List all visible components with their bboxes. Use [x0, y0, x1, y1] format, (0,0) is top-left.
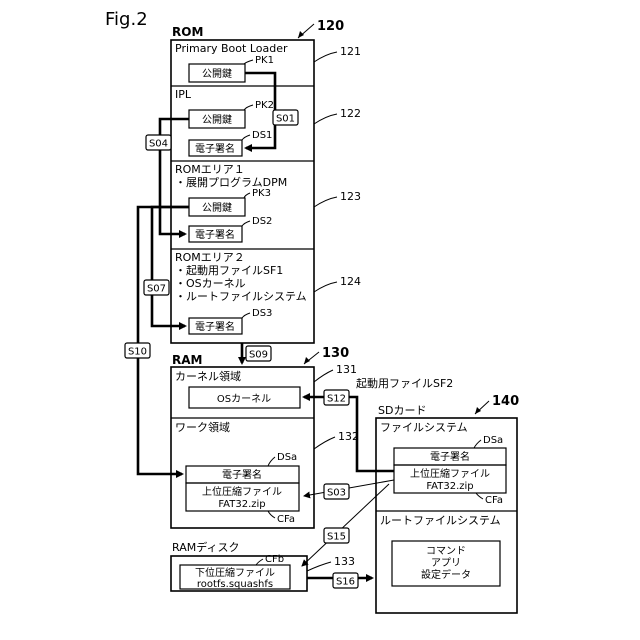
area2-line1: ・起動用ファイルSF1 [175, 263, 283, 277]
ds3-label: DS3 [252, 308, 272, 319]
step-s04: S04 [149, 139, 168, 150]
pk1-text: 公開鍵 [202, 67, 232, 80]
area2-line3: ・ルートファイルシステム [175, 290, 307, 303]
step-s12: S12 [327, 394, 346, 405]
ram-ref-arrowhead [304, 357, 310, 364]
ram-cfa-label: CFa [277, 514, 295, 525]
pk1-label: PK1 [255, 55, 274, 66]
ram-dsa-leader [268, 457, 275, 466]
step-s10: S10 [128, 347, 147, 358]
ref-123-leader [314, 197, 337, 207]
ds1-leader [242, 135, 250, 140]
rootfs-line1: コマンド [426, 546, 466, 557]
ramdisk-file-line1: 下位圧縮ファイル [195, 566, 275, 579]
rootfs-line3: 設定データ [421, 568, 471, 581]
cfb-leader [256, 559, 263, 565]
cfb-label: CFb [265, 554, 284, 565]
area1-line1: ・展開プログラムDPM [175, 175, 287, 189]
sdcard-title: SDカード [378, 404, 426, 417]
ds3-leader [242, 313, 250, 318]
ds3-text: 電子署名 [195, 320, 235, 333]
kernel-area-title: カーネル領域 [175, 369, 241, 383]
step-s16: S16 [336, 577, 355, 588]
sdcard-ref: 140 [492, 394, 519, 409]
ram-title: RAM [172, 353, 202, 367]
ref-123: 123 [340, 190, 361, 203]
ref-133: 133 [334, 555, 355, 568]
step-s07: S07 [147, 284, 166, 295]
sd-dsa-leader [474, 440, 481, 448]
pk2-text: 公開鍵 [202, 113, 232, 126]
ref-121-leader [314, 52, 337, 62]
ram-dsa-label: DSa [277, 452, 297, 463]
fs-title: ファイルシステム [380, 421, 468, 434]
step-s01: S01 [276, 114, 295, 125]
sd-file-line1: 上位圧縮ファイル [410, 467, 490, 480]
ram-ref: 130 [322, 346, 349, 361]
pk2-label: PK2 [255, 100, 274, 111]
ref-131-leader [314, 370, 333, 382]
rootfs-title: ルートファイルシステム [380, 514, 501, 527]
sd-dsa-label: DSa [483, 435, 503, 446]
ramdisk-title: RAMディスク [172, 540, 239, 554]
ref-131: 131 [336, 363, 357, 376]
rom-ref-arrowhead [298, 31, 304, 38]
ram-cfa-leader [268, 511, 275, 518]
sd-cfa-label: CFa [485, 495, 503, 506]
ipl-title: IPL [175, 88, 192, 101]
sf2-label: 起動用ファイルSF2 [356, 376, 453, 390]
figure-label: Fig.2 [105, 9, 148, 30]
pk2-leader [244, 105, 253, 110]
area2-line2: ・OSカーネル [175, 277, 246, 290]
step-s09: S09 [249, 350, 268, 361]
ref-132-leader [314, 437, 335, 449]
ds2-label: DS2 [252, 216, 272, 227]
work-area-title: ワーク領域 [175, 420, 230, 434]
sd-file-line2: FAT32.zip [426, 481, 473, 492]
sd-cfa-leader [476, 493, 483, 499]
rom-ref: 120 [317, 19, 344, 34]
ref-124-leader [314, 282, 337, 292]
step-s15: S15 [327, 532, 346, 543]
ramdisk-file-line2: rootfs.squashfs [197, 579, 273, 590]
ds2-text: 電子署名 [195, 228, 235, 241]
ref-133-leader [307, 562, 331, 571]
rom-title: ROM [172, 25, 203, 39]
pbl-title: Primary Boot Loader [175, 42, 288, 55]
ram-sig-text: 電子署名 [222, 468, 262, 481]
ref-122: 122 [340, 107, 361, 120]
pk3-leader [244, 193, 250, 198]
ds1-text: 電子署名 [195, 142, 235, 155]
ref-122-leader [314, 114, 337, 124]
ram-kernel-text: OSカーネル [217, 393, 271, 405]
pk3-text: 公開鍵 [202, 201, 232, 214]
ds2-leader [242, 221, 250, 226]
area1-title: ROMエリア１ [175, 163, 245, 176]
ds1-label: DS1 [252, 130, 272, 141]
pk3-label: PK3 [252, 188, 271, 199]
area2-title: ROMエリア２ [175, 251, 245, 264]
ref-124: 124 [340, 275, 361, 288]
ram-file-line2: FAT32.zip [218, 499, 265, 510]
step-s03: S03 [327, 488, 346, 499]
sd-sig-text: 電子署名 [430, 450, 470, 463]
ram-file-line1: 上位圧縮ファイル [202, 485, 282, 498]
rootfs-line2: アプリ [431, 557, 461, 569]
sdcard-ref-arrowhead [475, 407, 481, 414]
ref-121: 121 [340, 45, 361, 58]
